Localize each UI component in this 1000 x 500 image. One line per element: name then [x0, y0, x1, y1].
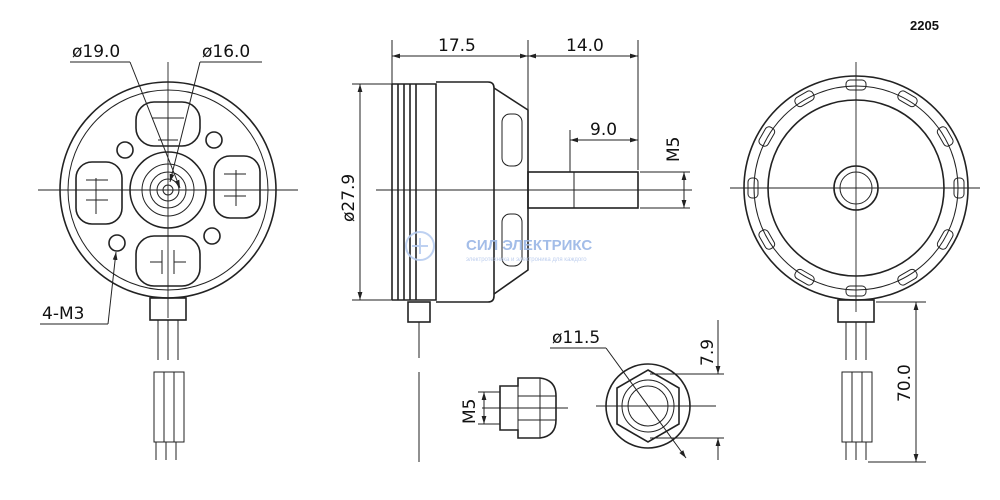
mount-holes-label: 4-M3: [42, 304, 84, 324]
model-label: 2205: [910, 18, 939, 33]
thread-label: M5: [664, 137, 684, 162]
back-view: 70.0: [730, 62, 980, 463]
body-length-label: 17.5: [438, 36, 476, 56]
nut-diameter-label: ø11.5: [552, 328, 600, 348]
watermark: СИЛ ЭЛЕКТРИКС электротехника и электрони…: [405, 231, 592, 263]
nut-height-label: 7.9: [698, 339, 718, 366]
diameter-label: ø27.9: [339, 174, 359, 222]
watermark-tagline: электротехника и электроника для каждого: [466, 257, 587, 263]
lead-length-label: 70.0: [895, 364, 915, 402]
inner-diameter-label: ø16.0: [202, 42, 250, 62]
thread-length-label: 9.0: [590, 120, 617, 140]
shaft-length-label: 14.0: [566, 36, 604, 56]
watermark-name: СИЛ ЭЛЕКТРИКС: [466, 237, 592, 254]
nut-thread-label: M5: [460, 399, 480, 424]
front-view: ø19.0 ø16.0 4-M3: [38, 42, 298, 460]
nut-side-view: M5: [460, 377, 568, 439]
nut-front-view: ø11.5 7.9: [550, 320, 724, 460]
vent-slots: [747, 79, 965, 297]
side-view: 17.5 14.0 9.0 M5 ø27.9: [339, 36, 692, 462]
outer-diameter-label: ø19.0: [72, 42, 120, 62]
